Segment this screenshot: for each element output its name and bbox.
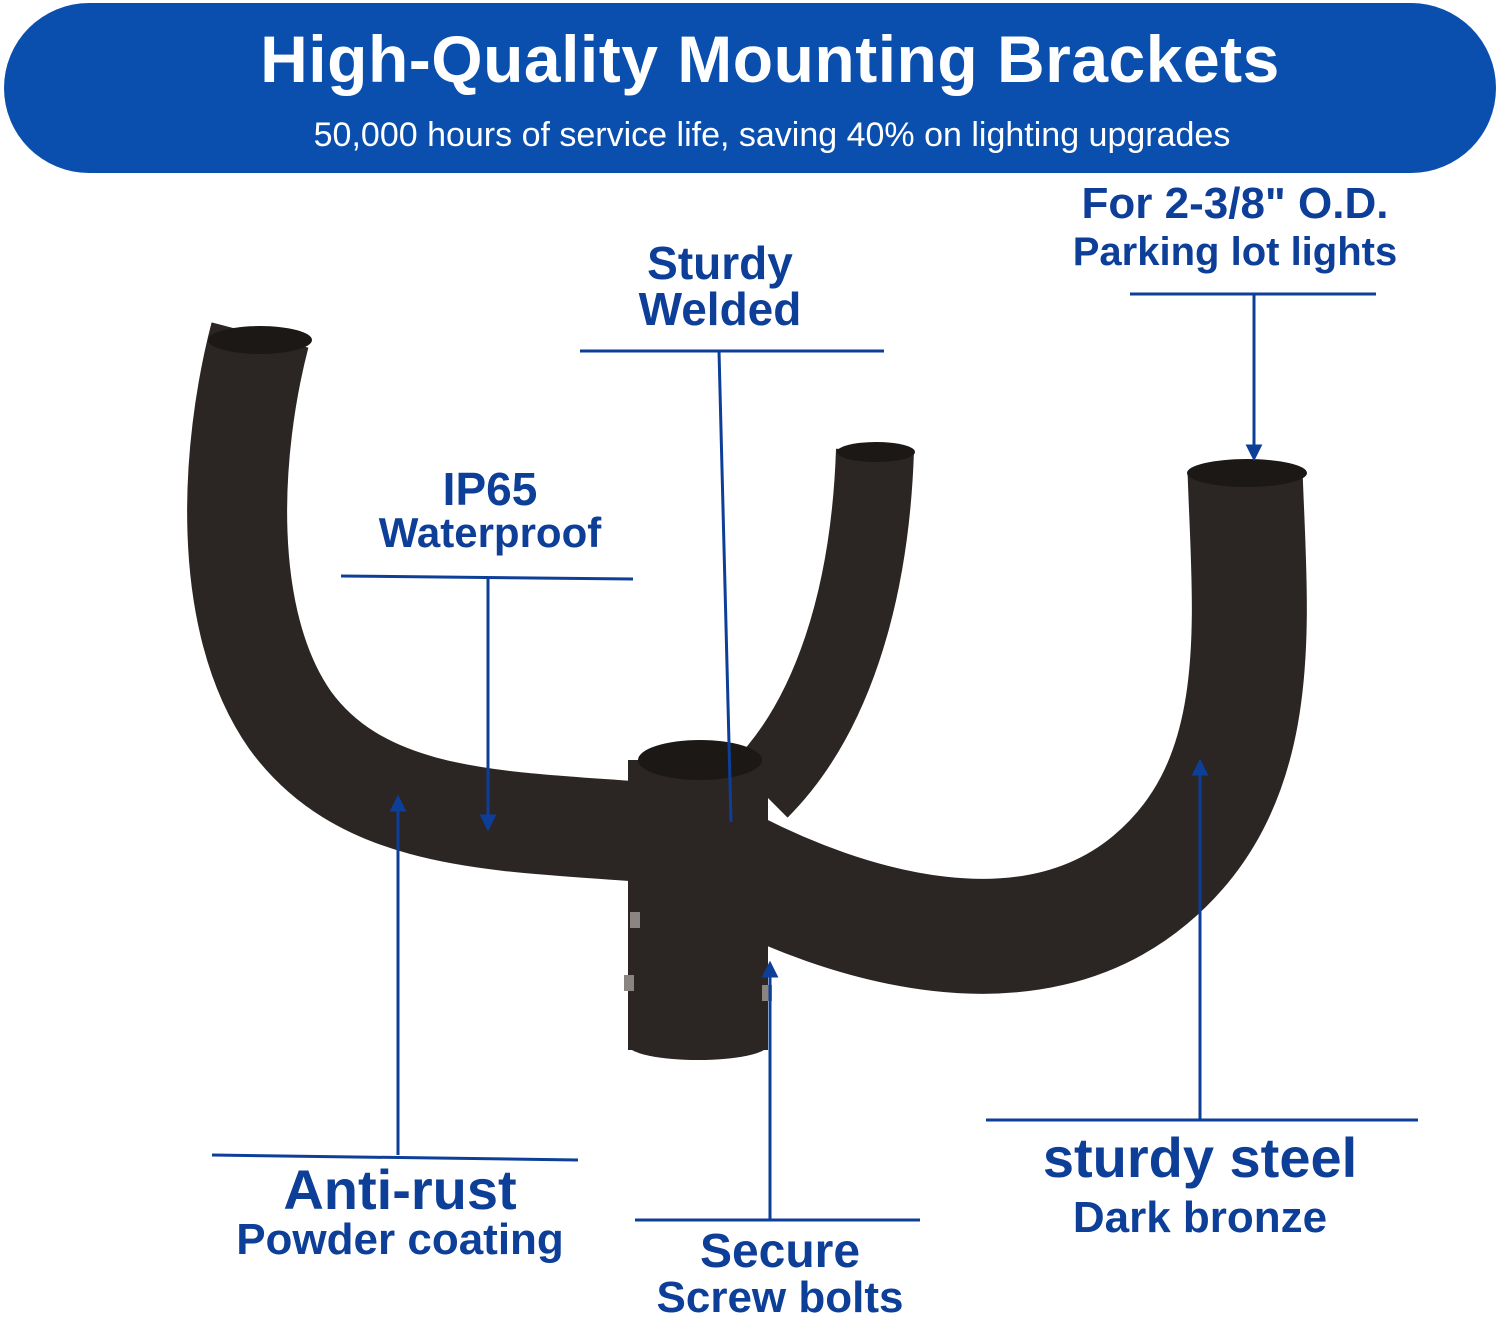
bolt <box>624 975 634 991</box>
label-secure: Secure Screw bolts <box>630 1228 930 1320</box>
label-subtitle: Dark bronze <box>1072 1193 1328 1242</box>
label-title: For 2-3/8" O.D. <box>1081 179 1389 228</box>
right-arm <box>692 468 1307 994</box>
label-subtitle: Waterproof <box>378 509 602 556</box>
callout-lines <box>211 292 1418 1222</box>
middle-arm-end <box>837 442 915 462</box>
label-anti-rust: Anti-rust Powder coating <box>190 1162 610 1262</box>
label-subtitle: Screw bolts <box>656 1273 904 1322</box>
left-arm-end <box>208 326 312 354</box>
sleeve-bottom <box>628 1030 768 1060</box>
center-sleeve <box>628 760 768 1050</box>
label-subtitle: Welded <box>638 283 802 335</box>
label-title: Secure <box>699 1225 861 1278</box>
label-title: sturdy steel <box>1042 1126 1358 1189</box>
label-steel: sturdy steel Dark bronze <box>990 1130 1410 1240</box>
bolt <box>630 912 640 928</box>
bolt <box>762 985 772 1001</box>
label-title: IP65 <box>442 463 538 515</box>
right-arm-end <box>1187 459 1307 487</box>
label-od: For 2-3/8" O.D. Parking lot lights <box>1030 179 1440 274</box>
banner-subtitle: 50,000 hours of service life, saving 40%… <box>313 116 1231 154</box>
label-title: Anti-rust <box>283 1158 517 1221</box>
label-sturdy-welded: Sturdy Welded <box>600 240 840 332</box>
label-title: Sturdy <box>647 237 793 289</box>
left-arm <box>187 322 685 885</box>
label-ip65: IP65 Waterproof <box>340 466 640 554</box>
bracket <box>187 322 1307 1060</box>
middle-arm <box>731 448 914 818</box>
banner-title: High-Quality Mounting Brackets <box>260 22 1280 96</box>
label-subtitle: Parking lot lights <box>1072 230 1398 274</box>
header-banner: High-Quality Mounting Brackets 50,000 ho… <box>4 3 1496 173</box>
bolts <box>624 912 772 1001</box>
label-subtitle: Powder coating <box>236 1215 564 1264</box>
sleeve-top <box>638 740 762 780</box>
